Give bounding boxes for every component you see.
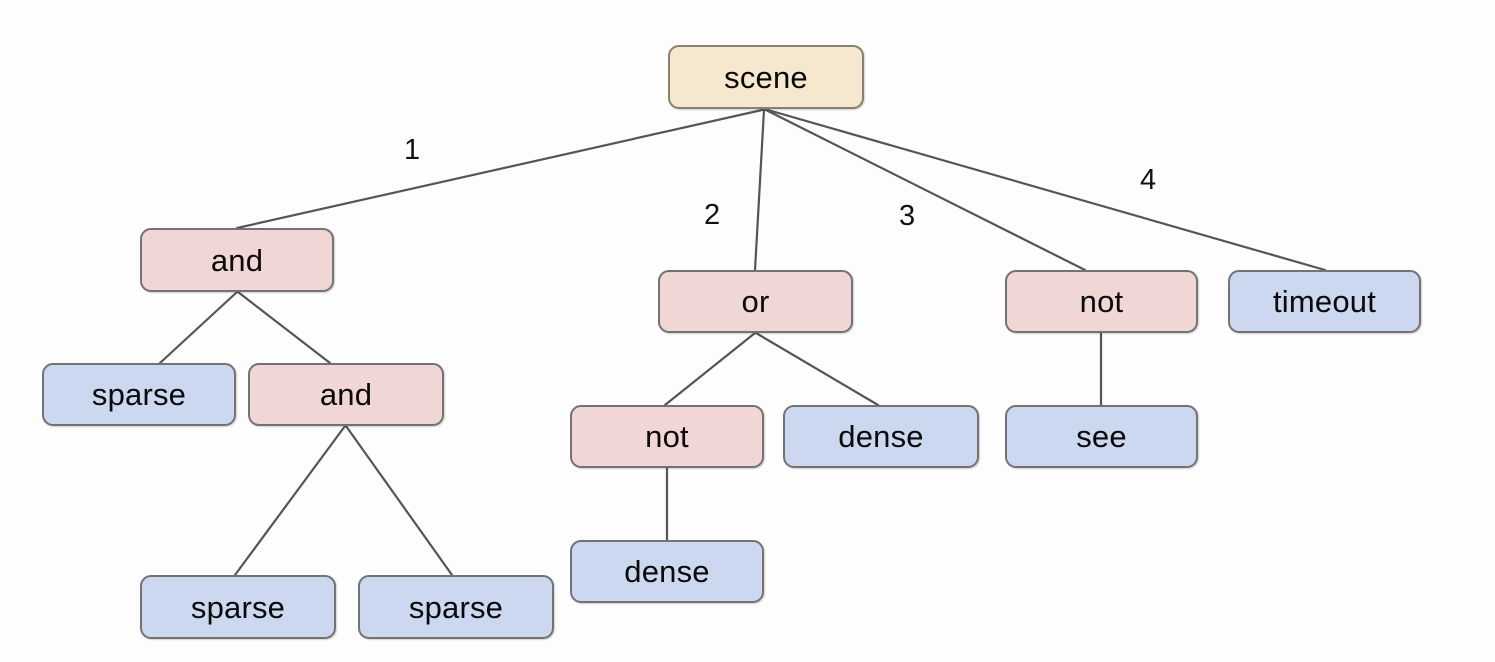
node-sparse1[interactable]: sparse [42,363,236,426]
edge-label-1: 1 [404,134,421,166]
node-label: dense [624,554,710,589]
node-and1[interactable]: and [140,228,334,292]
node-or1[interactable]: or [658,270,853,333]
node-label: see [1076,419,1127,454]
node-not2[interactable]: not [570,405,764,468]
node-label: sparse [91,377,187,412]
node-see1[interactable]: see [1005,405,1198,468]
edge-and1-to-and2 [236,290,332,365]
node-label: sparse [190,589,286,625]
edge-label-4: 4 [1140,164,1157,196]
node-dense2[interactable]: dense [570,540,764,603]
node-label: and [319,377,373,412]
node-dense1[interactable]: dense [783,405,979,468]
edge-scene-to-not1 [764,108,1087,272]
edge-and1-to-sparse1 [158,290,239,365]
node-sparse2[interactable]: sparse [140,575,336,639]
edge-scene-to-timeout1 [766,108,1327,272]
edge-label-3: 3 [899,200,916,232]
node-label: scene [724,59,808,95]
node-sparse3[interactable]: sparse [358,575,554,639]
node-label: timeout [1272,284,1377,319]
node-not1[interactable]: not [1005,270,1198,333]
edge-scene-to-or1 [753,108,766,272]
edge-or1-to-not2 [663,331,757,407]
edge-or1-to-dense1 [754,331,880,407]
node-and2[interactable]: and [248,363,444,426]
edge-and2-to-sparse2 [233,424,347,577]
edge-scene-to-and1 [235,108,764,230]
node-label: dense [838,419,924,454]
node-scene[interactable]: scene [668,45,864,109]
node-timeout1[interactable]: timeout [1228,270,1421,333]
node-label: not [645,419,689,454]
node-label: sparse [408,589,504,625]
node-label: or [741,284,770,319]
edge-label-2: 2 [704,199,721,231]
node-label: and [210,242,264,278]
edge-and2-to-sparse3 [344,424,454,577]
node-label: not [1079,284,1124,319]
